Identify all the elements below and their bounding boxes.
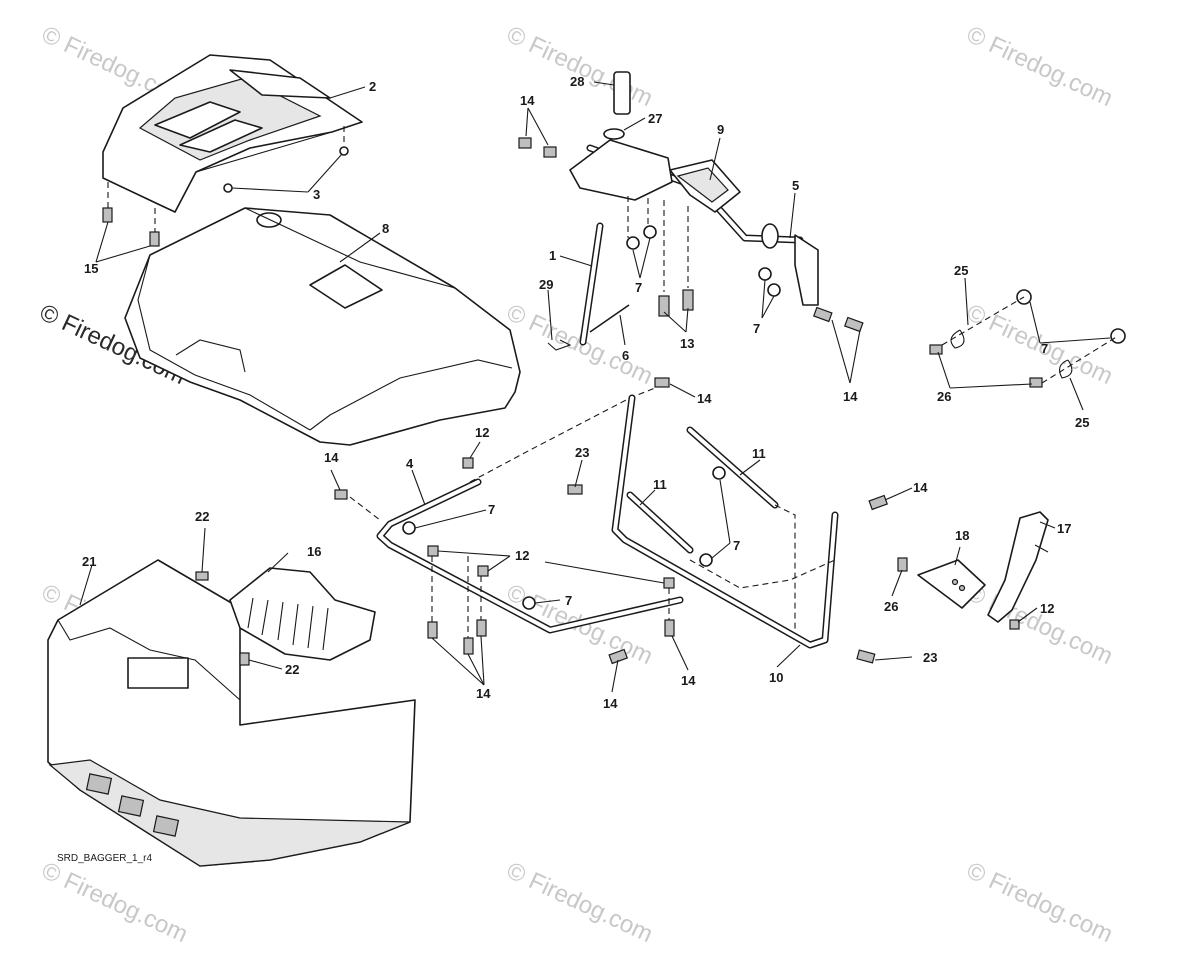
part-28-sleeve bbox=[613, 71, 631, 115]
callout-15: 15 bbox=[84, 261, 98, 276]
callout-29: 29 bbox=[539, 277, 553, 292]
guide-line bbox=[469, 385, 661, 483]
callout-23-top: 23 bbox=[575, 445, 589, 460]
callout-14-top: 14 bbox=[520, 93, 535, 108]
callout-7-shaft: 7 bbox=[753, 321, 760, 336]
callout-14-lower-right: 14 bbox=[681, 673, 696, 688]
guide-line bbox=[349, 496, 381, 521]
guide-line bbox=[941, 296, 1025, 346]
part-7-bushings-lower bbox=[402, 466, 726, 610]
part-14-bolts-lower bbox=[334, 377, 888, 665]
part-25-clips bbox=[950, 329, 1073, 379]
callout-21: 21 bbox=[82, 554, 96, 569]
callout-12-mid: 12 bbox=[515, 548, 529, 563]
callout-9: 9 bbox=[717, 122, 724, 137]
callout-14-lower-left: 14 bbox=[476, 686, 491, 701]
callout-7-links: 7 bbox=[733, 538, 740, 553]
callout-14-lower-mid: 14 bbox=[603, 696, 618, 711]
callout-25-bottom: 25 bbox=[1075, 415, 1089, 430]
callout-1: 1 bbox=[549, 248, 556, 263]
callout-14-frame: 14 bbox=[697, 391, 712, 406]
part-11-links bbox=[626, 426, 779, 554]
callout-18: 18 bbox=[955, 528, 969, 543]
callout-7-right: 7 bbox=[1041, 341, 1048, 356]
part-16-deflector bbox=[229, 567, 376, 661]
callout-3: 3 bbox=[313, 187, 320, 202]
part-10-frame bbox=[611, 394, 839, 649]
part-7-bushings-upper bbox=[626, 225, 781, 297]
part-2-top-cover bbox=[102, 54, 363, 213]
callout-2: 2 bbox=[369, 79, 376, 94]
callout-7-lower: 7 bbox=[565, 593, 572, 608]
callout-16: 16 bbox=[307, 544, 321, 559]
part-8-hood bbox=[124, 207, 521, 446]
part-27-washer bbox=[603, 128, 625, 140]
part-26-bolt-lower bbox=[897, 557, 908, 572]
part-6-pin bbox=[589, 304, 630, 333]
callout-12-top: 12 bbox=[475, 425, 489, 440]
callout-28: 28 bbox=[570, 74, 584, 89]
callout-25-top: 25 bbox=[954, 263, 968, 278]
watermark-bottom-right: © Firedog.com bbox=[962, 857, 1116, 948]
part-15-bolts bbox=[102, 207, 160, 247]
callout-7-upper: 7 bbox=[635, 280, 642, 295]
watermark-bottom-left: © Firedog.com bbox=[37, 857, 191, 948]
part-14-bolts-right bbox=[813, 306, 864, 333]
part-17-bracket bbox=[987, 511, 1049, 623]
callout-11-left: 11 bbox=[653, 477, 667, 492]
callout-23-bottom: 23 bbox=[923, 650, 937, 665]
callout-13: 13 bbox=[680, 336, 694, 351]
guide-line bbox=[689, 559, 836, 589]
callout-26-bottom: 26 bbox=[884, 599, 898, 614]
callout-4: 4 bbox=[406, 456, 414, 471]
part-4-frame bbox=[376, 478, 684, 634]
callout-10: 10 bbox=[769, 670, 783, 685]
part-21-bag bbox=[47, 559, 416, 867]
callout-27: 27 bbox=[648, 111, 662, 126]
callout-7-frame-left: 7 bbox=[488, 502, 495, 517]
callout-11-right: 11 bbox=[752, 446, 766, 461]
callout-26-top: 26 bbox=[937, 389, 951, 404]
callout-leaders bbox=[79, 81, 1111, 693]
watermark-mid-center: © Firedog.com bbox=[502, 299, 656, 390]
guide-line bbox=[1041, 335, 1119, 384]
callout-5: 5 bbox=[792, 178, 799, 193]
callout-labels: 2 3 15 8 28 27 14 9 5 1 29 6 13 7 7 14 2… bbox=[82, 74, 1089, 711]
part-9-handle bbox=[569, 139, 741, 213]
callout-14-left: 14 bbox=[324, 450, 339, 465]
callout-14-far-right: 14 bbox=[913, 480, 928, 495]
watermark-bottom-center: © Firedog.com bbox=[502, 857, 656, 948]
part-3-nut-b bbox=[339, 146, 349, 156]
part-14-bolts-upper bbox=[518, 137, 557, 158]
watermark-mid-right: © Firedog.com bbox=[962, 299, 1116, 390]
callout-22-bottom: 22 bbox=[285, 662, 299, 677]
guide-line bbox=[774, 504, 796, 632]
diagram-code: SRD_BAGGER_1_r4 bbox=[57, 853, 152, 864]
callout-8: 8 bbox=[382, 221, 389, 236]
part-3-nut-a bbox=[223, 183, 233, 193]
callout-22-top: 22 bbox=[195, 509, 209, 524]
part-23-bolts bbox=[567, 484, 876, 664]
callout-17: 17 bbox=[1057, 521, 1071, 536]
part-1-rod bbox=[579, 222, 604, 346]
watermark-low-right: © Firedog.com bbox=[962, 579, 1116, 670]
watermark-top-right: © Firedog.com bbox=[962, 21, 1116, 112]
callout-14-right: 14 bbox=[843, 389, 858, 404]
callout-6: 6 bbox=[622, 348, 629, 363]
part-18-plate bbox=[917, 559, 986, 609]
part-29-clip bbox=[547, 339, 572, 351]
callout-12-right: 12 bbox=[1040, 601, 1054, 616]
